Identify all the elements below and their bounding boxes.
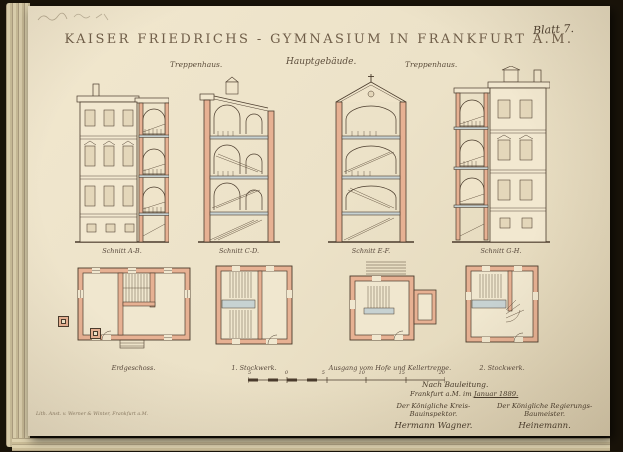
group-label-hauptgebaeude: Hauptgebäude. <box>286 57 357 67</box>
signature-left-role: Der Königliche Kreis-Bauinspektor. <box>396 401 471 419</box>
scale-tick: 0 <box>284 370 289 376</box>
signature-right: Der Königliche Regierungs-Baumeister. He… <box>491 402 598 432</box>
signature-left: Der Königliche Kreis-Bauinspektor. Herma… <box>380 402 487 432</box>
annotation-place: Frankfurt a.M. im <box>410 390 472 399</box>
plan-caption-hofausgang: Ausgang vom Hofe und Kellertreppe. <box>328 364 452 372</box>
plan-drawing-stockwerk1 <box>215 265 293 345</box>
annotation-date: Januar 1889. <box>473 390 519 399</box>
sheet-title: KAISER FRIEDRICHS - GYMNASIUM IN FRANKFU… <box>64 32 574 47</box>
plan-caption-stockwerk2: 2. Stockwerk. <box>479 364 525 372</box>
scale-tick: 15 <box>398 370 405 376</box>
signature-left-name: Hermann Wagner. <box>394 420 473 431</box>
plan-drawing-stockwerk2 <box>465 265 539 343</box>
section-caption-1: Schnitt A-B. <box>102 247 142 255</box>
section-drawing-facade-left <box>75 83 169 243</box>
drawing-sheet: Blatt 7. KAISER FRIEDRICHS - GYMNASIUM I… <box>28 6 610 436</box>
section-caption-3: Schnitt E-F. <box>351 247 391 255</box>
plan-caption-stockwerk1: 1. Stockwerk. <box>231 364 277 372</box>
signature-right-name: Heinemann. <box>518 420 571 431</box>
scale-tick: 20 <box>438 370 445 376</box>
scale-tick: 10 <box>358 370 365 376</box>
section-drawing-stair-a <box>198 76 280 243</box>
signature-columns: Der Königliche Kreis-Bauinspektor. Herma… <box>380 402 598 432</box>
handwritten-annotation: Nach Bauleitung. Frankfurt a.M. im Janua… <box>380 380 598 431</box>
signature-right-role: Der Königliche Regierungs-Baumeister. <box>496 401 593 419</box>
annotation-line2: Frankfurt a.M. im Januar 1889. <box>410 390 598 398</box>
scale-tick: 5 <box>321 370 325 376</box>
scale-tick: 5 <box>248 370 252 376</box>
group-label-treppenhaus-left: Treppenhaus. <box>170 60 223 69</box>
pier-detail-2 <box>90 328 101 339</box>
pencil-notation <box>37 12 109 21</box>
book-page-edges-bottom <box>12 438 610 451</box>
section-caption-4: Schnitt G-H. <box>480 247 522 255</box>
book-page-edges-left <box>6 3 30 447</box>
section-caption-2: Schnitt C-D. <box>218 247 260 255</box>
section-drawing-stair-b <box>328 74 414 243</box>
pier-detail-1 <box>58 316 69 327</box>
lithographer-imprint: Lith. Anst. v. Werner & Winter, Frankfur… <box>36 412 149 417</box>
scale-bar-rule <box>248 377 445 383</box>
scale-tick-numbers: 5 0 5 10 15 20 <box>248 370 445 376</box>
plan-caption-erdgeschoss: Erdgeschoss. <box>111 364 156 372</box>
annotation-line1: Nach Bauleitung. <box>422 380 489 389</box>
group-label-treppenhaus-right: Treppenhaus. <box>405 60 458 69</box>
plan-drawing-hofausgang <box>349 261 437 341</box>
scale-bar: 5 0 5 10 15 20 <box>248 370 445 384</box>
section-drawing-facade-right <box>452 66 550 243</box>
